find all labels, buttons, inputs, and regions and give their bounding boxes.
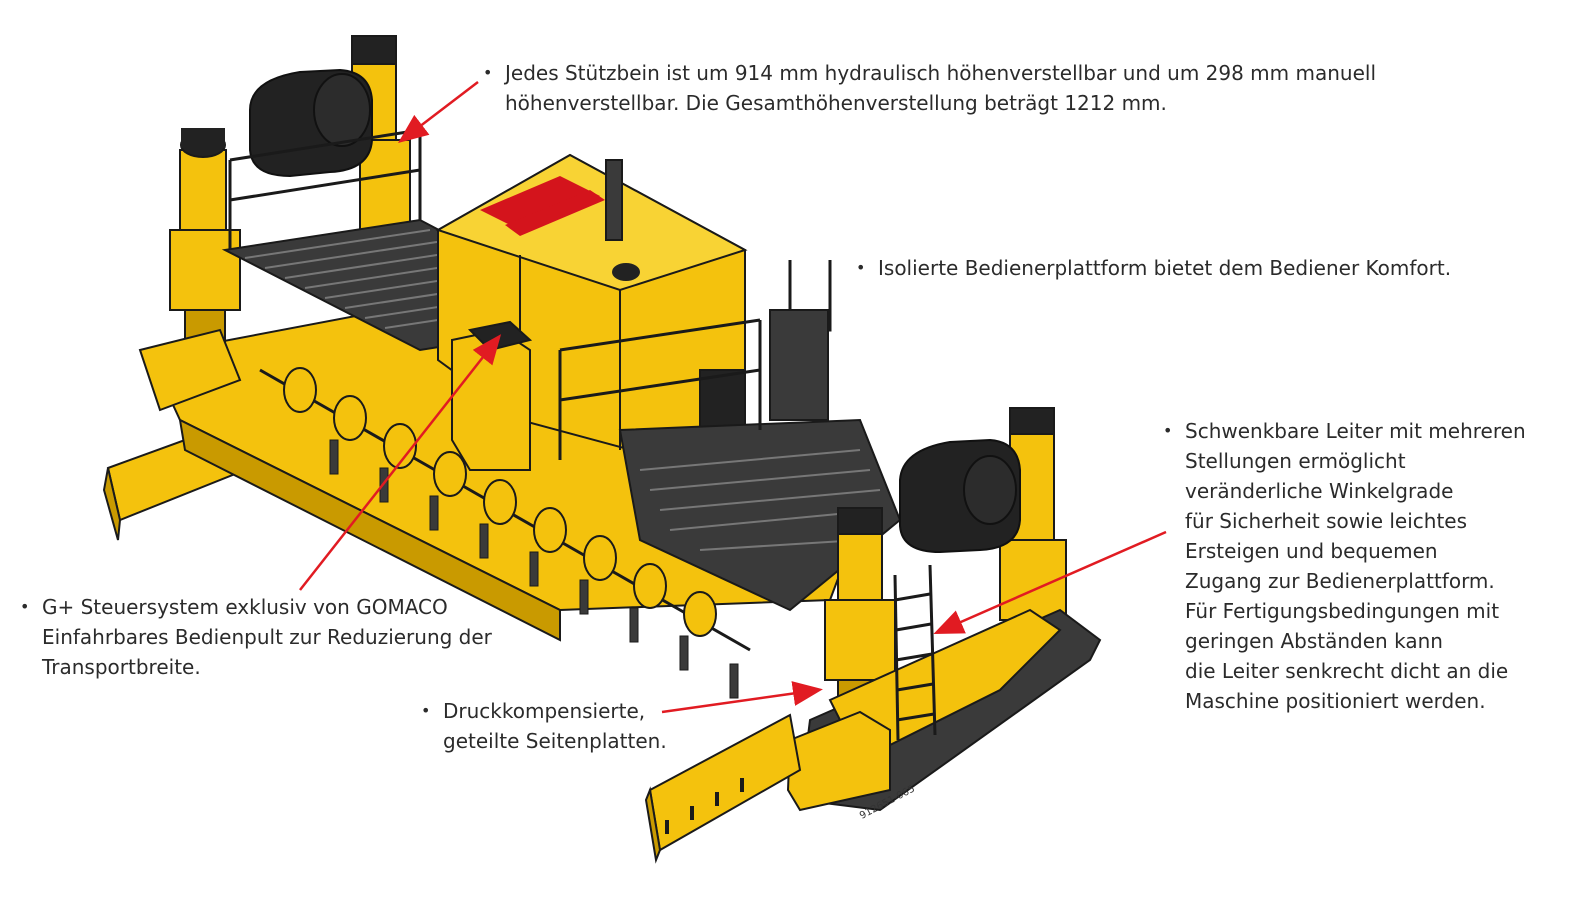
annotation-line: höhenverstellbar. Die Gesamthöhenverstel… bbox=[505, 91, 1167, 115]
callout-arrows bbox=[299, 81, 1167, 714]
arrow-leg-height bbox=[398, 81, 479, 144]
annotation-line: Isolierte Bedienerplattform bietet dem B… bbox=[878, 256, 1452, 280]
annotation-line: Druckkompensierte, bbox=[443, 699, 646, 723]
annotation-line: Einfahrbares Bedienpult zur Reduzierung … bbox=[42, 625, 492, 649]
annotation-line: für Sicherheit sowie leichtes bbox=[1185, 509, 1468, 533]
left-water-tank bbox=[249, 68, 373, 178]
right-operator-walkway bbox=[558, 260, 902, 612]
bullet: • bbox=[20, 597, 30, 616]
annotation-line: Maschine positioniert werden. bbox=[1185, 689, 1486, 713]
annotation-line: Jedes Stützbein ist um 914 mm hydraulisc… bbox=[505, 61, 1377, 85]
annotation-line: Zugang zur Bedienerplattform. bbox=[1185, 569, 1495, 593]
bullet: • bbox=[421, 701, 431, 720]
arrow-side-plates bbox=[661, 681, 823, 714]
arrow-ladder bbox=[933, 530, 1167, 635]
right-water-tank bbox=[899, 438, 1021, 554]
annotation-line: geteilte Seitenplatten. bbox=[443, 729, 667, 753]
annotation-line: veränderliche Winkelgrade bbox=[1185, 479, 1454, 503]
bullet: • bbox=[483, 63, 493, 82]
annotation-line: Stellungen ermöglicht bbox=[1185, 449, 1406, 473]
annotation-line: Transportbreite. bbox=[42, 655, 201, 679]
annotation-line: G+ Steuersystem exklusiv von GOMACO bbox=[42, 595, 448, 619]
annotation-leg-height: • Jedes Stützbein ist um 914 mm hydrauli… bbox=[483, 58, 1377, 118]
annotation-line: Für Fertigungsbedingungen mit bbox=[1185, 599, 1500, 623]
bullet: • bbox=[856, 258, 866, 277]
annotation-line: Ersteigen und bequemen bbox=[1185, 539, 1438, 563]
left-rear-leg bbox=[138, 128, 242, 412]
annotation-platform: • Isolierte Bedienerplattform bietet dem… bbox=[856, 253, 1452, 283]
right-side-plate bbox=[644, 713, 802, 864]
annotation-line: Schwenkbare Leiter mit mehreren bbox=[1185, 419, 1526, 443]
auger bbox=[259, 367, 751, 652]
control-console bbox=[451, 320, 533, 471]
right-form-box bbox=[786, 710, 891, 812]
bullet: • bbox=[1163, 421, 1173, 440]
swing-ladder bbox=[893, 564, 937, 741]
arrow-control-system bbox=[299, 334, 502, 591]
annotation-control-system: • G+ Steuersystem exklusiv von GOMACO Ei… bbox=[20, 592, 492, 682]
annotation-ladder: • Schwenkbare Leiter mit mehreren Stellu… bbox=[1163, 416, 1526, 716]
annotation-line: geringen Abständen kann bbox=[1185, 629, 1443, 653]
annotation-line: die Leiter senkrecht dicht an die bbox=[1185, 659, 1509, 683]
annotation-side-plates: • Druckkompensierte, geteilte Seitenplat… bbox=[421, 696, 667, 756]
right-front-leg bbox=[824, 507, 896, 721]
